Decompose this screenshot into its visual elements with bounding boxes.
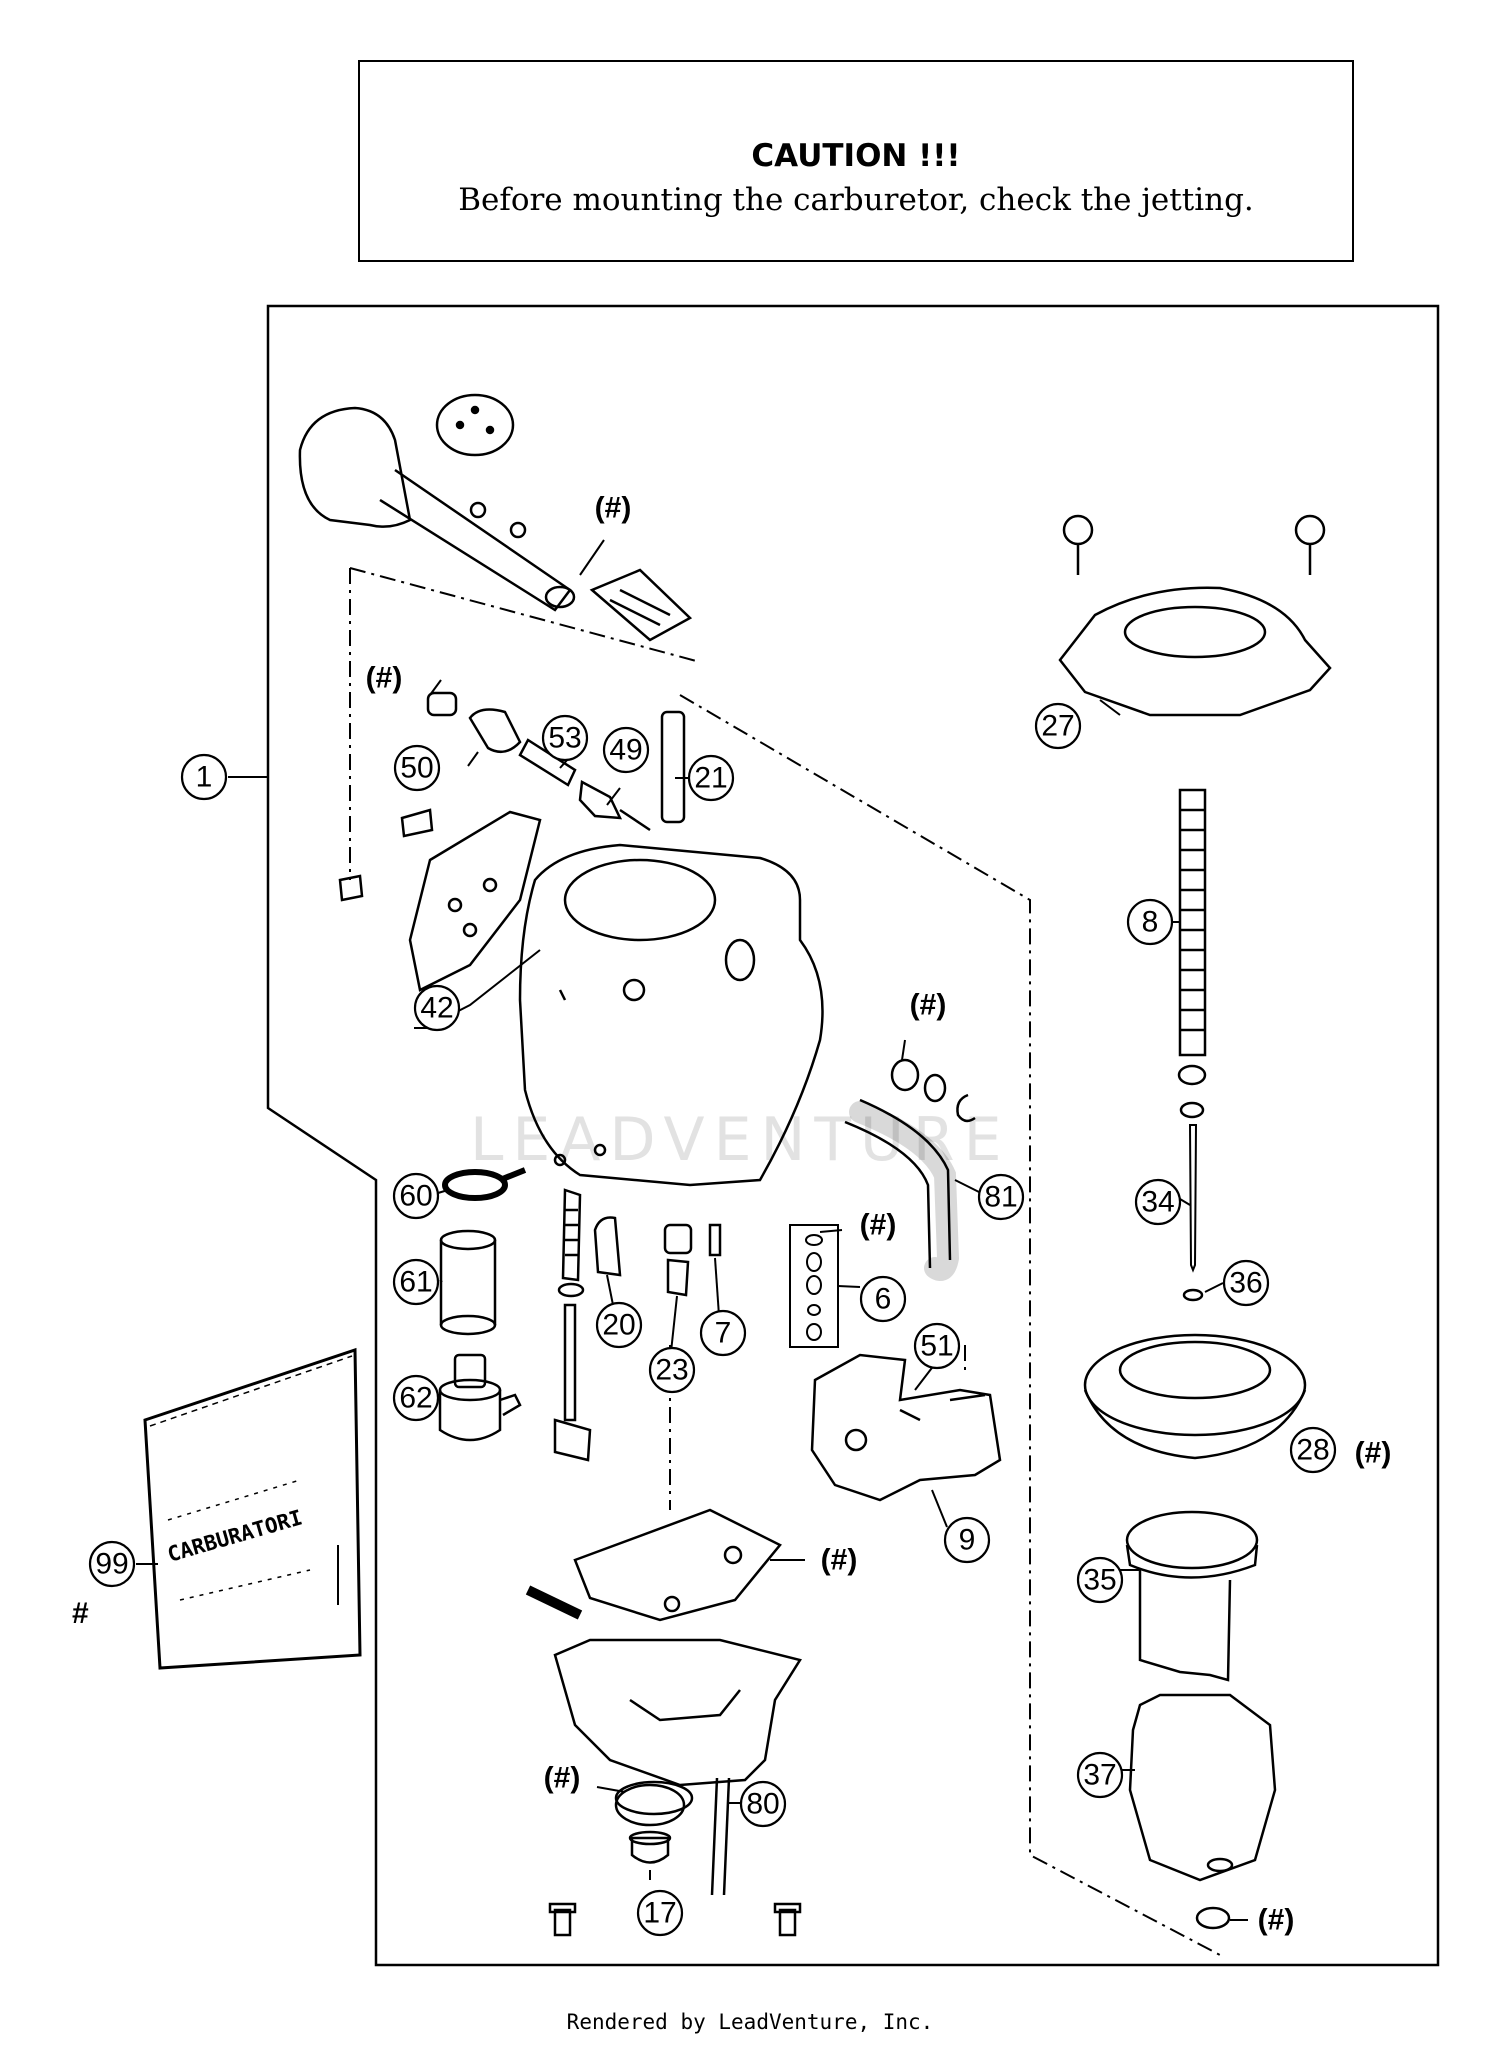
needle-spring-stack (553, 1188, 592, 1462)
float-bowl (525, 1585, 802, 1787)
repair-kit-bag: CARBURATORI (143, 1347, 362, 1670)
float-bowl-gasket (573, 1508, 782, 1622)
bowl-screws (548, 1902, 802, 1937)
jet-set-6 (789, 1224, 839, 1348)
hash-marker-jet-set: (#) (860, 1209, 897, 1242)
callout-61: 61 (399, 1266, 432, 1299)
hash-marker-top-oring: (#) (1258, 1904, 1295, 1937)
float-assembly (810, 1353, 1002, 1502)
callout-53: 53 (548, 722, 581, 755)
caution-text: Before mounting the carburetor, check th… (458, 182, 1254, 218)
hose-clamp-60 (442, 1167, 527, 1201)
callout-circles (88, 702, 1337, 1937)
jets-20-23-7 (593, 1216, 722, 1297)
carburetor-body (518, 843, 824, 1187)
sleeve-61 (439, 1229, 497, 1336)
hash-marker-seal: (#) (910, 989, 947, 1022)
callout-51: 51 (920, 1330, 953, 1363)
body-37 (1128, 1693, 1277, 1930)
callout-50: 50 (400, 752, 433, 785)
callout-23: 23 (655, 1354, 688, 1387)
callout-numbers: 1 6 7 8 9 17 20 21 23 27 28 34 35 36 37 … (95, 710, 1329, 1930)
slide-35 (1125, 1510, 1259, 1682)
callout-6: 6 (875, 1283, 892, 1316)
fitting-62 (438, 1353, 522, 1442)
callout-9: 9 (959, 1524, 976, 1557)
assembly-dashed-lines (349, 567, 1221, 1956)
caution-box: CAUTION !!! Before mounting the carburet… (358, 60, 1354, 262)
callout-60: 60 (399, 1180, 432, 1213)
drain-plug-17 (614, 1783, 686, 1864)
jet-21 (660, 710, 686, 824)
top-cap-27 (1058, 514, 1332, 717)
needle-34 (1188, 1124, 1198, 1273)
footer-credit: Rendered by LeadVenture, Inc. (566, 2010, 934, 2034)
hash-marker-diaphragm: (#) (1355, 1437, 1392, 1470)
pilot-screw-parts (426, 691, 651, 832)
kit-bag-label: CARBURATORI (165, 1505, 305, 1566)
callout-7: 7 (715, 1317, 732, 1350)
hash-marker-bowl-gasket: (#) (821, 1544, 858, 1577)
hash-markers: (#) (#) (#) (#) (#) (#) (#) (#) (366, 492, 1392, 1937)
callout-34: 34 (1141, 1186, 1174, 1219)
callout-20: 20 (602, 1309, 635, 1342)
callout-99: 99 (95, 1548, 128, 1581)
hose-81 (859, 1098, 952, 1261)
air-screw-assembly (298, 393, 693, 642)
callout-35: 35 (1083, 1564, 1116, 1597)
callout-28: 28 (1296, 1434, 1329, 1467)
callout-81: 81 (984, 1181, 1017, 1214)
assembly-frame (266, 304, 1440, 1967)
callout-80: 80 (746, 1788, 779, 1821)
hash-marker-pilot-screw: (#) (366, 662, 403, 695)
callout-17: 17 (643, 1897, 676, 1930)
hash-marker-bowl-oring: (#) (544, 1762, 581, 1795)
diaphragm-28 (1083, 1333, 1307, 1460)
callout-27: 27 (1041, 710, 1074, 743)
callout-42: 42 (420, 992, 453, 1025)
callout-1: 1 (196, 761, 213, 794)
callout-8: 8 (1142, 906, 1159, 939)
side-cover-plate (338, 808, 542, 992)
vent-tube-80 (710, 1777, 731, 1896)
callout-62: 62 (399, 1382, 432, 1415)
caution-title: CAUTION !!! (751, 138, 961, 174)
callout-49: 49 (609, 734, 642, 767)
seal-clip (890, 1058, 976, 1123)
hash-marker-air-filter: (#) (595, 492, 632, 525)
washer-36 (1182, 1288, 1204, 1302)
kit-hash-label: # (72, 1597, 89, 1630)
spring-8 (1177, 788, 1207, 1119)
bowl-oring (614, 1780, 694, 1816)
callout-36: 36 (1229, 1267, 1262, 1300)
callout-21: 21 (694, 762, 727, 795)
callout-37: 37 (1083, 1759, 1116, 1792)
